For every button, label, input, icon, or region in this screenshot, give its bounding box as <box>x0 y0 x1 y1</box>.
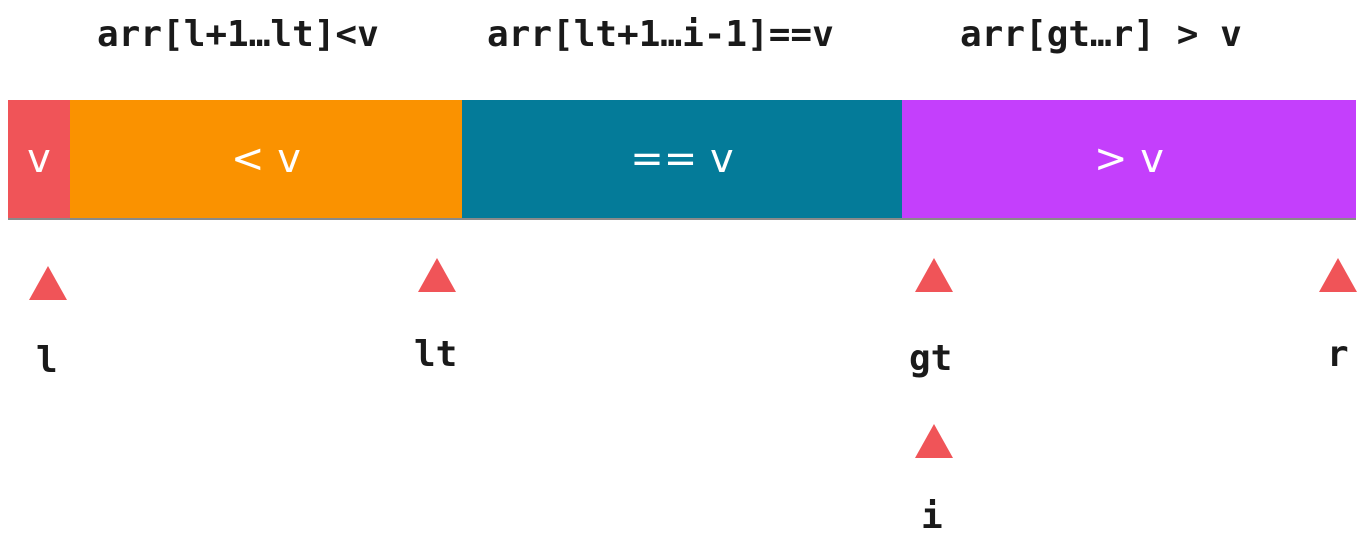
pointer-l-arrow-icon <box>29 266 67 300</box>
array-bar: v < v == v > v <box>8 100 1356 220</box>
pointer-r-label: r <box>1327 334 1349 375</box>
segment-greater-than: > v <box>902 100 1356 218</box>
pointer-gt-label: gt <box>909 338 953 379</box>
pointer-lt-label: lt <box>414 334 458 375</box>
pointer-r-arrow-icon <box>1319 258 1357 292</box>
segment-pivot: v <box>8 100 70 218</box>
segment-equal: == v <box>462 100 902 218</box>
pointer-l-label: l <box>36 340 58 381</box>
pointer-lt-arrow-icon <box>418 258 456 292</box>
range-label-greater: arr[gt…r] > v <box>960 14 1242 55</box>
pointer-i-arrow-icon <box>915 424 953 458</box>
segment-less-than: < v <box>70 100 462 218</box>
pointer-i-label: i <box>921 496 943 537</box>
pointer-gt-arrow-icon <box>915 258 953 292</box>
range-label-equal: arr[lt+1…i-1]==v <box>487 14 834 55</box>
range-label-less: arr[l+1…lt]<v <box>97 14 379 55</box>
